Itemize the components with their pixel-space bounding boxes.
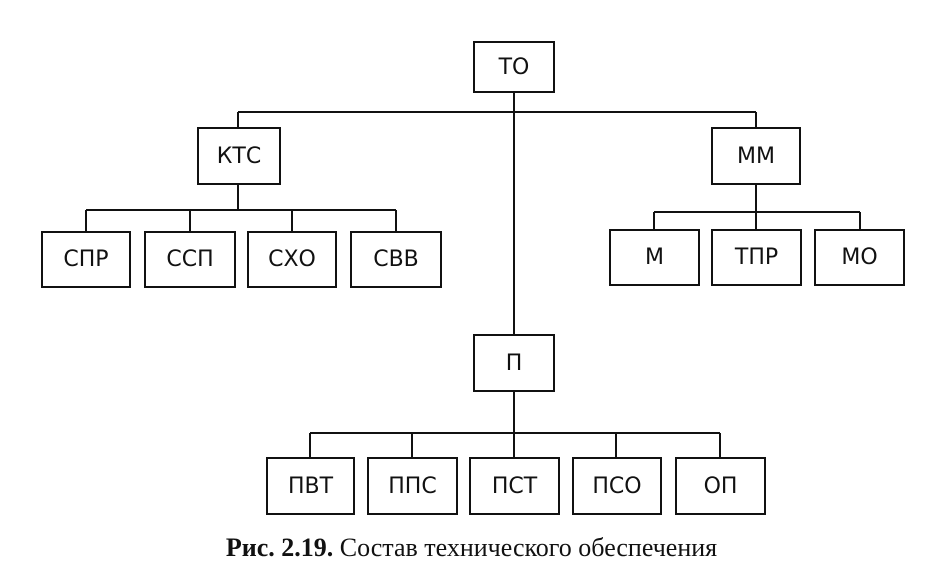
node-to: ТО	[473, 41, 555, 93]
node-tpr: ТПР	[711, 229, 802, 286]
node-p: П	[473, 334, 555, 392]
node-mm: ММ	[711, 127, 801, 185]
node-kts: КТС	[197, 127, 281, 185]
figure-title: Состав технического обеспечения	[339, 533, 718, 562]
node-ssp: ССП	[144, 231, 236, 288]
node-pso: ПСО	[572, 457, 662, 515]
node-m: М	[609, 229, 700, 286]
node-pvt: ПВТ	[266, 457, 355, 515]
node-pst: ПСТ	[469, 457, 560, 515]
node-mo: МО	[814, 229, 905, 286]
figure-number: Рис. 2.19.	[225, 533, 334, 562]
node-spr: СПР	[41, 231, 131, 288]
node-svv: СВВ	[350, 231, 442, 288]
node-op: ОП	[675, 457, 766, 515]
node-pps: ППС	[367, 457, 458, 515]
node-skho: СХО	[247, 231, 337, 288]
figure-caption: Рис. 2.19. Состав технического обеспечен…	[0, 533, 943, 563]
